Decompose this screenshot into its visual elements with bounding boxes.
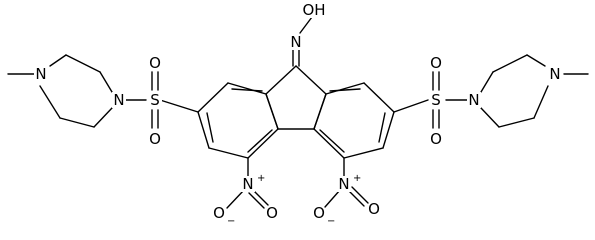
charge-right-nitro-n: +: [353, 173, 361, 184]
oxime-group: [292, 16, 313, 67]
atom-right-o-bottom: O: [430, 130, 442, 148]
atom-right-piperazine-n4: N: [549, 65, 560, 83]
atom-right-s: S: [431, 91, 441, 109]
atom-left-o-top: O: [149, 54, 161, 72]
atom-right-nitro-o-single: O: [313, 204, 325, 222]
atom-oxime-oh: OH: [302, 1, 325, 19]
atom-left-o-bottom: O: [149, 130, 161, 148]
left-nitro-group: [226, 157, 269, 209]
atom-right-o-top: O: [430, 54, 442, 72]
atom-left-nitro-n: N: [242, 175, 253, 193]
atom-right-nitro-n: N: [338, 175, 349, 193]
atom-oxime-n: N: [290, 33, 301, 51]
atom-left-piperazine-n4: N: [35, 65, 46, 83]
atom-right-piperazine-n1: N: [468, 91, 479, 109]
atom-labels: N OH S O O N N S O O N N N + O O − N + O…: [34, 1, 562, 227]
atom-left-piperazine-n1: N: [113, 91, 124, 109]
charge-left-nitro-o: −: [227, 216, 235, 227]
atom-left-nitro-o-single: O: [213, 204, 225, 222]
left-benzene-ring: [197, 82, 279, 159]
atom-left-nitro-o-double: O: [266, 204, 278, 222]
atom-right-nitro-o-double: O: [368, 200, 380, 218]
left-sulfonyl-piperazine: [7, 54, 199, 129]
atom-left-s: S: [150, 91, 160, 109]
molecule-diagram: N OH S O O N N S O O N N N + O O − N + O…: [7, 1, 589, 227]
right-nitro-group: [324, 157, 369, 208]
right-benzene-ring: [313, 82, 395, 159]
right-sulfonyl-piperazine: [393, 54, 589, 129]
charge-left-nitro-n: +: [257, 173, 265, 184]
charge-right-nitro-o: −: [327, 216, 335, 227]
structure-canvas: N OH S O O N N S O O N N N + O O − N + O…: [7, 1, 589, 227]
